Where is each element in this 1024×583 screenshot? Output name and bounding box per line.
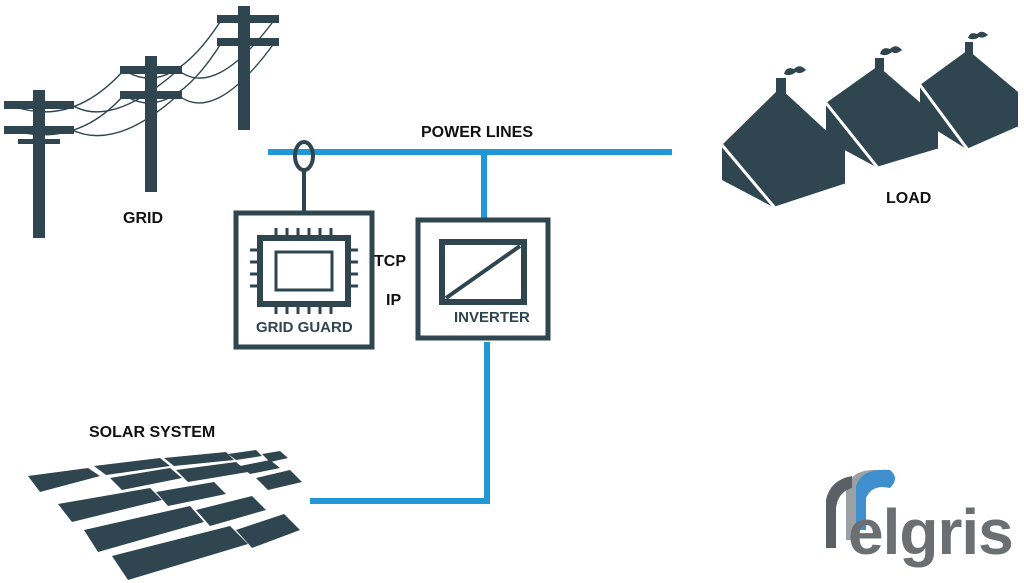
house-icon bbox=[918, 31, 1019, 152]
house-icon bbox=[824, 46, 939, 170]
house-icon bbox=[720, 66, 846, 210]
utility-poles bbox=[4, 6, 279, 238]
power-lines-label: POWER LINES bbox=[421, 124, 534, 141]
utility-pole-icon bbox=[120, 56, 182, 192]
elgris-logo-mark bbox=[810, 458, 1010, 582]
solar-panel-icon bbox=[28, 450, 302, 580]
inverter-device bbox=[415, 217, 551, 341]
elgris-logo-text: elgris bbox=[848, 496, 1014, 568]
grid-guard-label: GRID GUARD bbox=[256, 319, 353, 336]
chip-icon bbox=[250, 228, 358, 314]
solar-system-label: SOLAR SYSTEM bbox=[89, 424, 216, 441]
grid-guard-device bbox=[233, 140, 375, 350]
tcp-label: TCP bbox=[374, 253, 406, 270]
grid-label: GRID bbox=[123, 210, 163, 227]
houses bbox=[720, 31, 1019, 210]
current-clamp-icon bbox=[293, 140, 315, 213]
inverter-label: INVERTER bbox=[454, 309, 530, 326]
utility-pole-icon bbox=[4, 90, 74, 238]
power-lines bbox=[268, 149, 672, 504]
pole-wires bbox=[7, 18, 276, 137]
load-label: LOAD bbox=[886, 190, 932, 207]
inverter-icon bbox=[439, 239, 527, 305]
solar-to-inverter-line bbox=[310, 342, 490, 504]
ip-label: IP bbox=[386, 292, 402, 309]
utility-pole-icon bbox=[217, 6, 279, 130]
